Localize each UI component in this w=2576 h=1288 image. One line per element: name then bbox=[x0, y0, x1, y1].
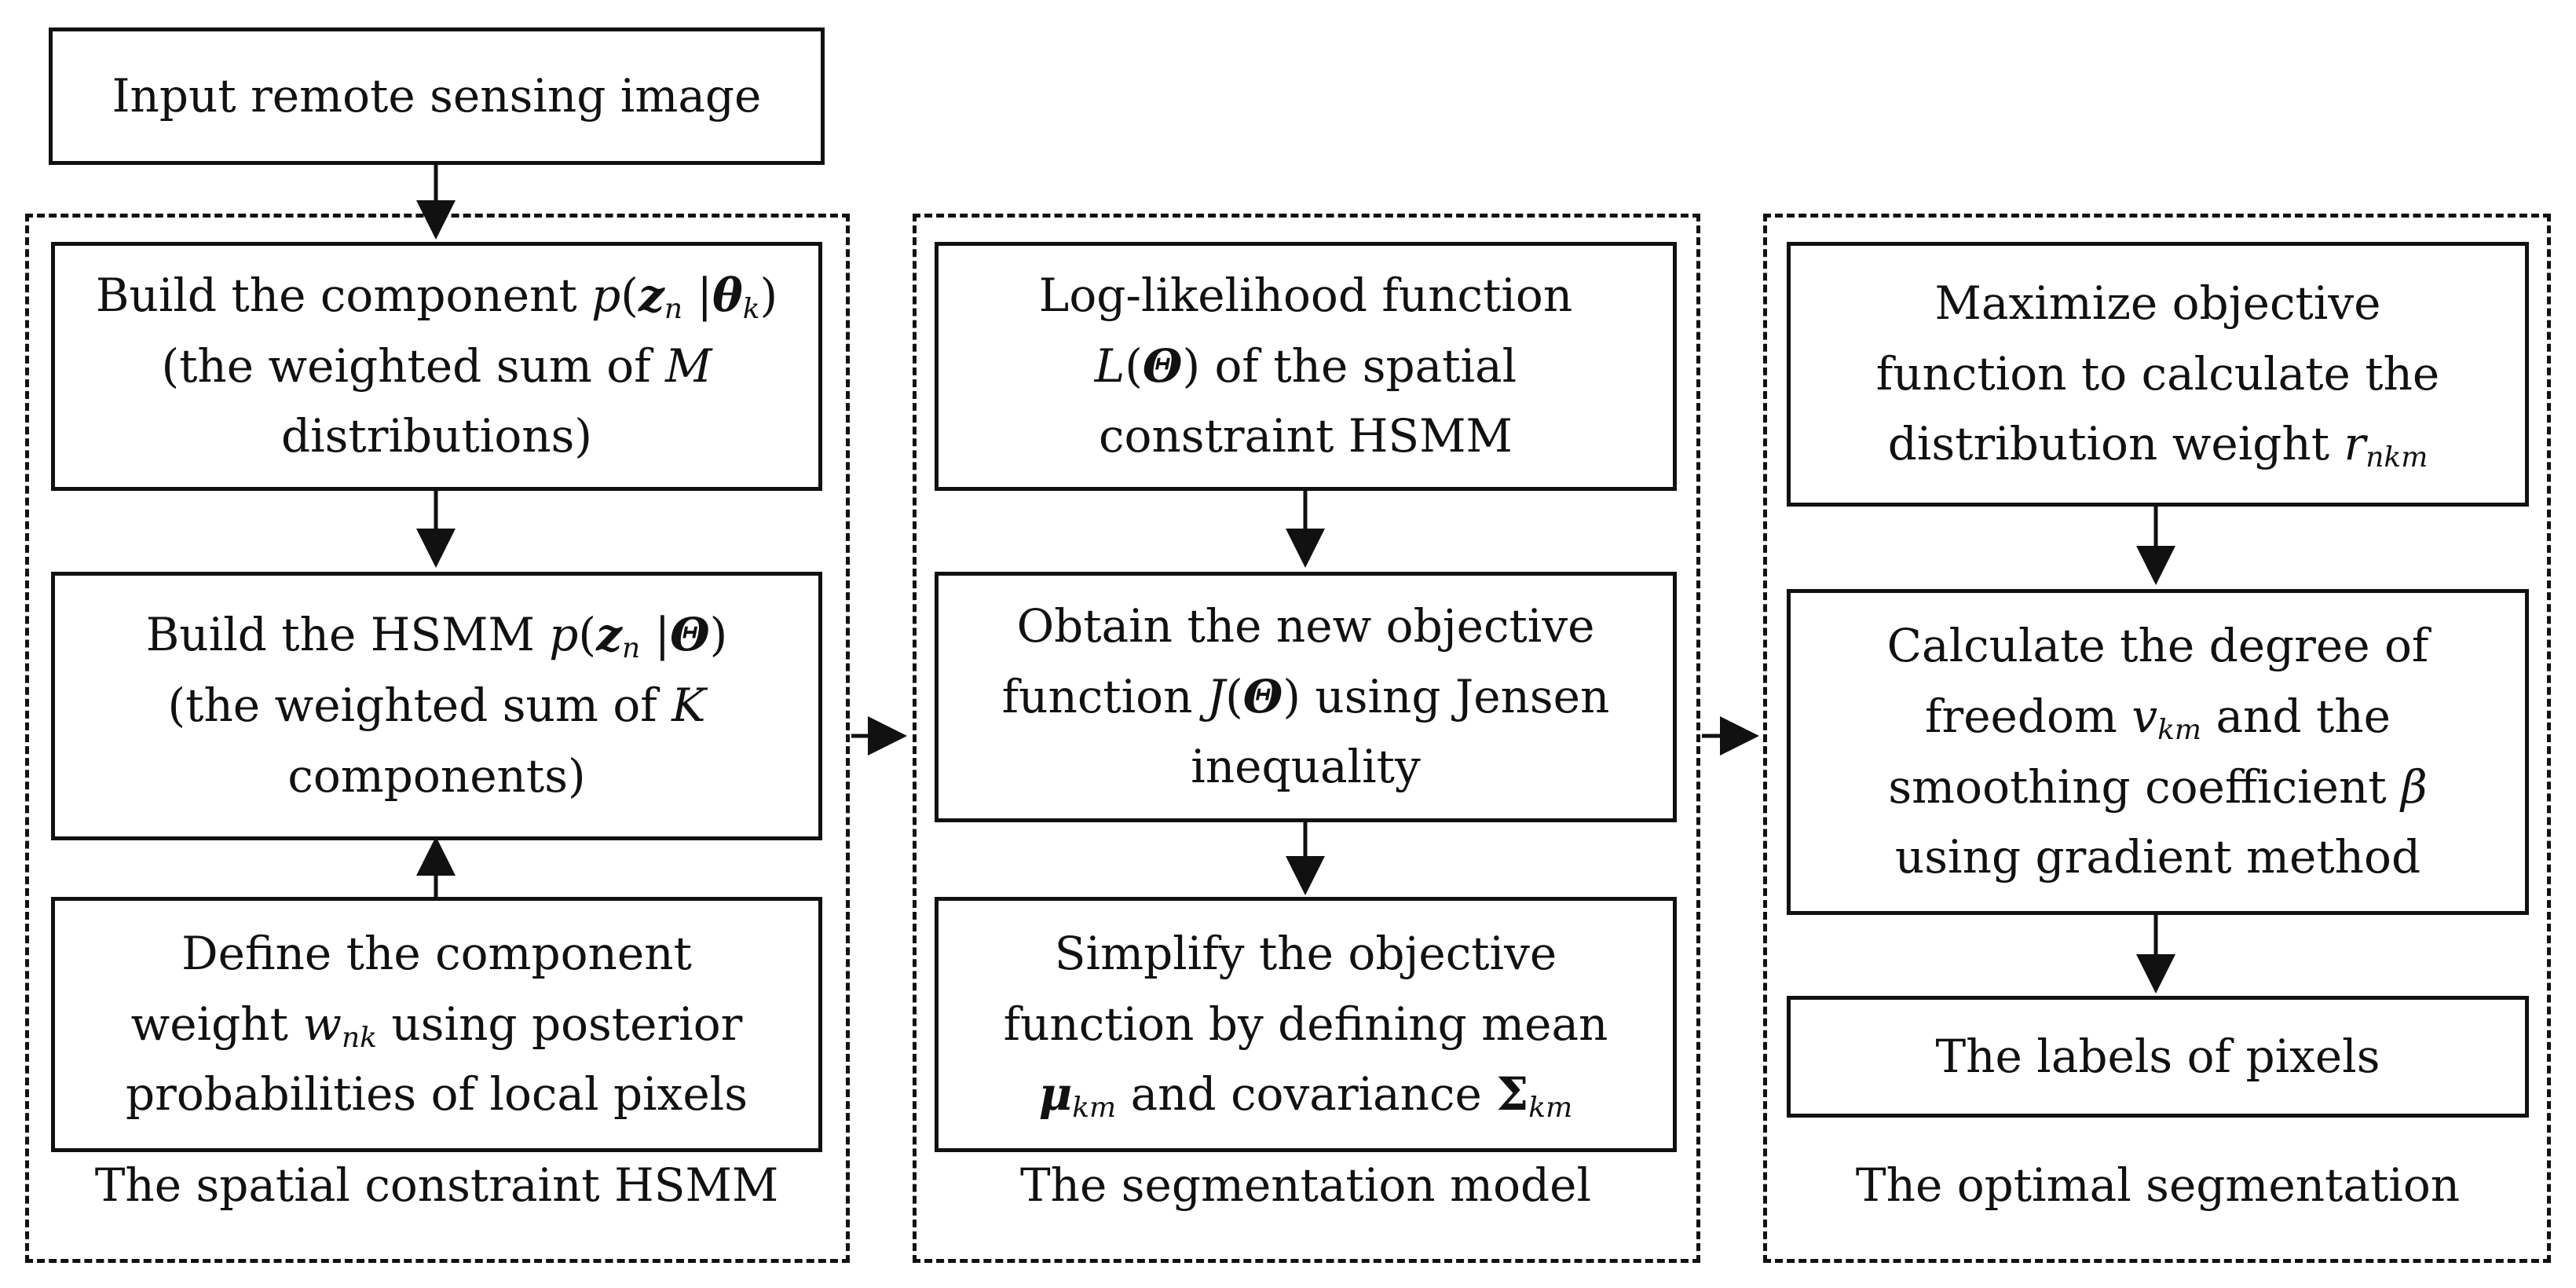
labels-of-pixels-box: The labels of pixels bbox=[1787, 996, 2529, 1118]
loglikelihood-box: Log-likelihood function L(Θ) of the spat… bbox=[935, 242, 1677, 491]
build-hsmm-box: Build the HSMM p(zn |Θ) (the weighted su… bbox=[51, 572, 822, 840]
maximize-objective-box: Maximize objective function to calculate… bbox=[1787, 242, 2529, 507]
caption-segmentation-model: The segmentation model bbox=[1019, 1158, 1592, 1212]
group-segmentation-model bbox=[913, 214, 1700, 1263]
simplify-objective-box: Simplify the objective function by defin… bbox=[935, 897, 1677, 1152]
gradient-method-box: Calculate the degree of freedom vkm and … bbox=[1787, 589, 2529, 915]
caption-optimal-segmentation: The optimal segmentation bbox=[1855, 1158, 2461, 1212]
group-optimal-segmentation bbox=[1763, 214, 2551, 1263]
input-image-box: Input remote sensing image bbox=[49, 27, 825, 165]
input-image-text: Input remote sensing image bbox=[112, 68, 762, 123]
new-objective-box: Obtain the new objective function J(Θ) u… bbox=[935, 572, 1677, 822]
build-component-box: Build the component p(zn |θk) (the weigh… bbox=[51, 242, 822, 491]
caption-spatial-constraint-hsmm: The spatial constraint HSMM bbox=[94, 1158, 779, 1212]
define-weight-box: Define the component weight wnk using po… bbox=[51, 897, 822, 1152]
